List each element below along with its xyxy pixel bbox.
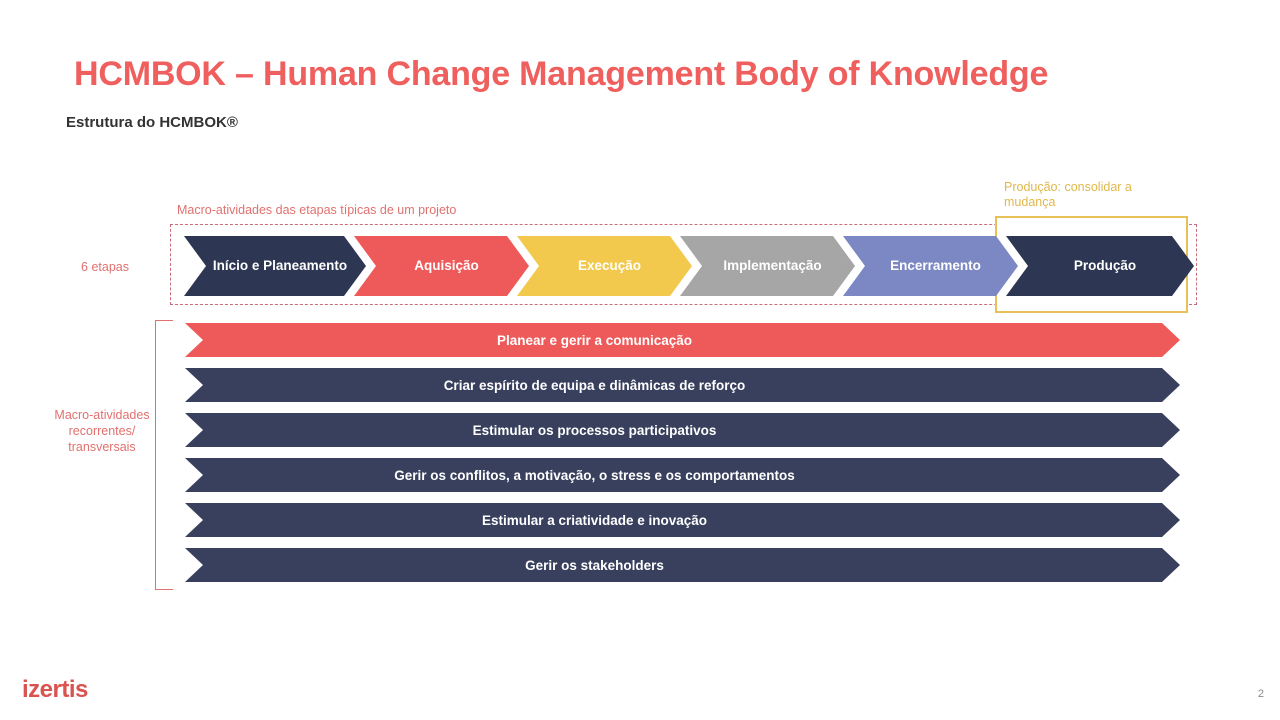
slide-subtitle: Estrutura do HCMBOK® — [66, 114, 238, 131]
recurrent-activity-label: Criar espírito de equipa e dinâmicas de … — [443, 377, 746, 393]
stages-dashed-boundary — [170, 224, 1197, 305]
stage-arrow-2[interactable]: Aquisição — [354, 236, 529, 296]
recurrent-activity-bar-2[interactable]: Criar espírito de equipa e dinâmicas de … — [185, 368, 1180, 402]
label-six-stages: 6 etapas — [81, 260, 129, 274]
recurrent-activity-bar-1[interactable]: Planear e gerir a comunicação — [185, 323, 1180, 357]
stage-arrow-4[interactable]: Implementação — [680, 236, 855, 296]
caption-stages: Macro-atividades das etapas típicas de u… — [177, 203, 457, 217]
recurrent-activity-label: Planear e gerir a comunicação — [496, 332, 693, 348]
stage-label: Início e Planeamento — [212, 258, 348, 273]
stage-label: Encerramento — [890, 258, 981, 273]
recurrent-activity-bar-5[interactable]: Estimular a criatividade e inovação — [185, 503, 1180, 537]
recurrent-activity-bar-3[interactable]: Estimular os processos participativos — [185, 413, 1180, 447]
stage-label: Aquisição — [414, 258, 479, 273]
brand-logo: izertis — [22, 676, 88, 703]
recurrent-activity-label: Estimular os processos participativos — [472, 422, 717, 438]
recurrent-activities-bracket — [155, 320, 173, 590]
stage-label: Produção — [1073, 258, 1137, 273]
stage-arrow-3[interactable]: Execução — [517, 236, 692, 296]
recurrent-activity-label: Estimular a criatividade e inovação — [481, 512, 708, 528]
stage-label: Implementação — [723, 258, 822, 273]
stage-label: Execução — [577, 258, 642, 273]
stage-arrow-6[interactable]: Produção — [1006, 236, 1194, 296]
stage-arrow-5[interactable]: Encerramento — [843, 236, 1018, 296]
recurrent-activity-label: Gerir os conflitos, a motivação, o stres… — [394, 467, 795, 483]
caption-producao-note: Produção: consolidar a mudança — [1004, 180, 1132, 209]
recurrent-activity-label: Gerir os stakeholders — [525, 557, 664, 573]
page-number: 2 — [1257, 688, 1264, 700]
page-title: HCMBOK – Human Change Management Body of… — [74, 55, 1049, 93]
recurrent-activity-bar-6[interactable]: Gerir os stakeholders — [185, 548, 1180, 582]
stage-arrow-row: Início e Planeamento Aquisição Execução Imp… — [184, 236, 1194, 296]
label-recurrent-activities: Macro-atividades recorrentes/ transversa… — [54, 408, 150, 454]
stage-arrow-1[interactable]: Início e Planeamento — [184, 236, 366, 296]
recurrent-activity-bar-4[interactable]: Gerir os conflitos, a motivação, o stres… — [185, 458, 1180, 492]
